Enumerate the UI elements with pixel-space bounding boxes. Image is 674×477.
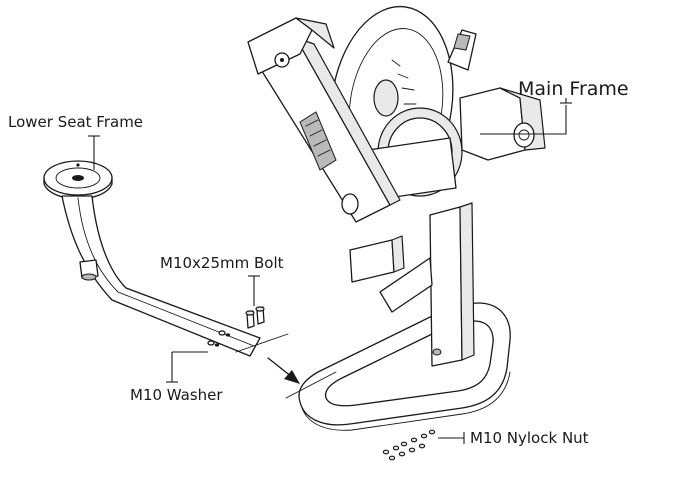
- seat-plate-hole: [76, 163, 80, 167]
- main-frame-knob-inner: [518, 129, 530, 141]
- upper-clamp-jaw: [453, 33, 471, 51]
- washer-2: [218, 330, 226, 336]
- seat-plate-ring: [55, 167, 101, 189]
- main-frame-knob: [513, 122, 535, 148]
- lower-seat-frame-label: Lower Seat Frame: [8, 113, 144, 131]
- nut-2: [392, 445, 400, 451]
- hardware-drawing: [207, 306, 436, 461]
- flywheel-hub: [373, 79, 399, 117]
- upright-post-side: [459, 202, 475, 361]
- rear-brace: [379, 257, 433, 313]
- lower-seat-frame-drawing: [43, 160, 337, 399]
- seat-frame-tube: [61, 195, 261, 357]
- direction-arrow-head: [284, 370, 300, 384]
- nylock-nut-label: M10 Nylock Nut: [470, 429, 589, 447]
- nut-8: [398, 451, 406, 457]
- nut-10: [418, 443, 426, 449]
- nut-5: [420, 433, 428, 439]
- bolt-1-head: [245, 310, 255, 316]
- monorail-hole: [341, 193, 359, 215]
- washer-label: M10 Washer: [130, 386, 223, 404]
- monorail-end-cap: [247, 17, 313, 75]
- seat-frame-tube-highlight: [77, 197, 255, 347]
- monorail-pin-center: [280, 58, 284, 62]
- m10-washer-icon: [207, 330, 226, 346]
- direction-arrow-shaft: [267, 357, 293, 378]
- monorail-side: [295, 37, 401, 206]
- seat-frame-foot-pad: [81, 273, 97, 281]
- upright-post: [429, 206, 463, 367]
- nut-6: [428, 429, 436, 435]
- main-frame-drawing: [247, 5, 546, 431]
- nut-1: [382, 449, 390, 455]
- cross-bracket: [349, 239, 395, 283]
- alignment-line-1: [235, 333, 289, 353]
- base-rail-edge: [301, 371, 511, 431]
- monorail-scale: [299, 111, 337, 171]
- bolt-label: M10x25mm Bolt: [160, 254, 284, 272]
- monorail-scale-marks: [305, 119, 331, 157]
- m10-nylock-nut-icon: [382, 429, 436, 461]
- leader-washer: [171, 351, 208, 382]
- hole-2: [225, 333, 231, 337]
- m10-bolt-icon: [245, 306, 265, 329]
- seat-frame-foot: [79, 259, 99, 279]
- nut-4: [410, 437, 418, 443]
- main-frame-label: Main Frame: [518, 78, 629, 100]
- nut-9: [408, 447, 416, 453]
- hole-1: [214, 343, 220, 347]
- bolt-2-head: [255, 306, 265, 312]
- monorail-bracket: [295, 17, 335, 49]
- nut-7: [388, 455, 396, 461]
- leader-lines: [88, 98, 572, 444]
- washer-1: [207, 340, 215, 346]
- fan-vanes: [391, 59, 417, 135]
- rear-box: [459, 87, 526, 161]
- cross-bracket-side: [391, 235, 405, 273]
- post-bolt: [432, 348, 442, 356]
- nut-3: [400, 441, 408, 447]
- alignment-line-2: [285, 371, 337, 399]
- leader-main-frame: [480, 98, 567, 135]
- seat-plate-slot: [72, 175, 84, 181]
